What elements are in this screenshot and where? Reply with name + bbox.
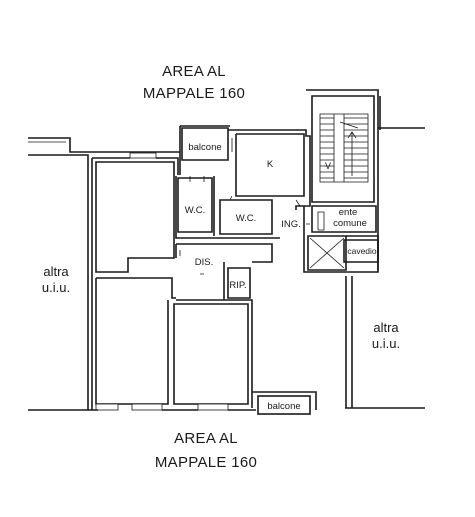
apartment-walls <box>92 152 256 411</box>
balcony-top-outline <box>179 125 230 175</box>
stair-direction-label: V <box>325 161 331 171</box>
area-bottom-line1: AREA AL <box>174 430 238 447</box>
window-bottom-2 <box>131 403 163 411</box>
room-storage: RIP. <box>229 280 246 291</box>
room-wc-2: W.C. <box>236 213 257 224</box>
kitchen-walls <box>228 129 311 210</box>
room-hallway: DIS. <box>195 257 213 268</box>
room-common-entity-1: ente <box>339 207 358 218</box>
room-balcony-top: balcone <box>188 142 221 153</box>
window-top-left <box>129 152 157 159</box>
balcony-bottom-box <box>257 395 311 415</box>
area-bottom-line2: MAPPALE 160 <box>155 454 257 471</box>
window-bottom-3 <box>197 403 229 411</box>
room-wc-1: W.C. <box>185 205 206 216</box>
window-bottom-1 <box>95 403 119 411</box>
room-entrance: ING. <box>281 219 301 230</box>
wc-walls <box>175 176 280 239</box>
room-kitchen: K <box>267 159 274 170</box>
light-well-outline <box>343 239 379 263</box>
top-boundary <box>28 127 425 153</box>
balcony-bottom-outline <box>252 391 317 415</box>
door-marks <box>229 195 310 225</box>
hallway-walls <box>175 243 273 300</box>
other-unit-right-line2: u.i.u. <box>372 336 400 351</box>
room-balcony-bottom: balcone <box>267 401 300 412</box>
other-unit-left-line2: u.i.u. <box>42 280 70 295</box>
area-top-line1: AREA AL <box>162 63 226 80</box>
area-top-line2: MAPPALE 160 <box>143 85 245 102</box>
stair-core <box>303 89 381 408</box>
bottom-boundary <box>28 407 425 411</box>
room-light-well: cavedio <box>347 246 377 256</box>
left-unit-walls <box>28 154 93 410</box>
other-unit-left-line1: altra <box>43 264 69 279</box>
room-common-entity-2: comune <box>333 218 367 229</box>
other-unit-right-line1: altra <box>373 320 399 335</box>
